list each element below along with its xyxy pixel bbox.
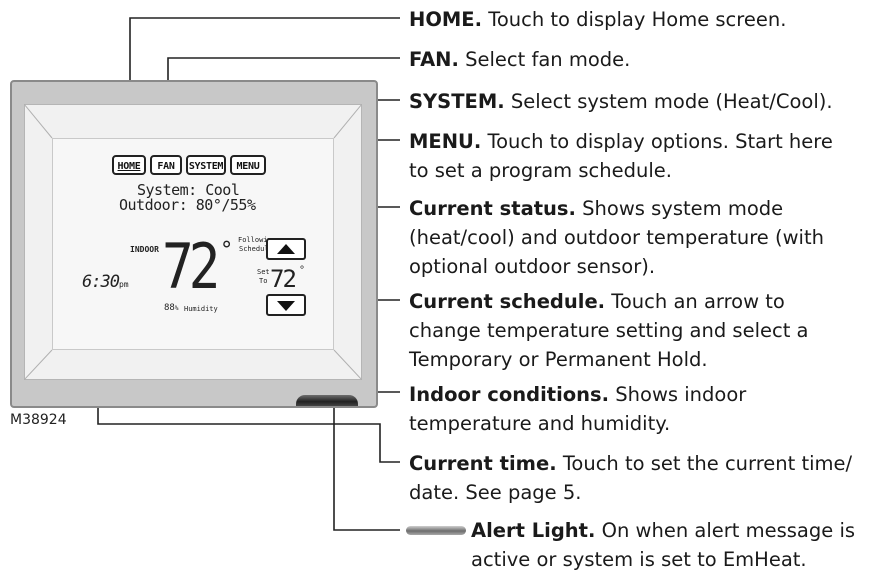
callout-alert-text-1: On when alert message is xyxy=(601,519,856,542)
indoor-label: INDOOR xyxy=(130,245,159,254)
callout-schedule-text-1: Touch an arrow to xyxy=(611,290,785,313)
callout-indoor-title: Indoor conditions. xyxy=(409,383,610,406)
alert-light xyxy=(296,395,358,406)
callout-schedule-text-3: Temporary or Permanent Hold. xyxy=(409,348,708,371)
callout-status-text-3: optional outdoor sensor). xyxy=(409,255,656,278)
fan-button[interactable]: FAN xyxy=(150,155,182,175)
home-button[interactable]: HOME xyxy=(112,155,146,175)
temp-down-button[interactable] xyxy=(266,294,306,316)
model-code: M38924 xyxy=(10,412,67,428)
callout-indoor: Indoor conditions. Shows indoor temperat… xyxy=(409,380,889,438)
callout-system: SYSTEM. Select system mode (Heat/Cool). xyxy=(409,87,889,116)
to-label: To xyxy=(259,277,268,285)
callout-home: HOME. Touch to display Home screen. xyxy=(409,5,889,34)
humidity-label: Humidity xyxy=(184,305,218,313)
callout-system-text: Select system mode (Heat/Cool). xyxy=(510,90,833,113)
callout-alert-text-2: active or system is set to EmHeat. xyxy=(471,548,807,571)
callout-status-text-2: (heat/cool) and outdoor temperature (wit… xyxy=(409,226,824,249)
system-button[interactable]: SYSTEM xyxy=(186,155,226,175)
callout-status-text-1: Shows system mode xyxy=(582,197,784,220)
callout-system-title: SYSTEM. xyxy=(409,90,505,113)
set-temperature: 72 xyxy=(270,265,297,293)
arrow-up-icon xyxy=(277,244,295,254)
humidity-value: 88% xyxy=(164,303,179,313)
following-label: Following xyxy=(238,236,276,244)
indoor-degree-symbol: ° xyxy=(220,238,234,263)
set-degree-symbol: ° xyxy=(299,265,306,276)
callout-time: Current time. Touch to set the current t… xyxy=(409,449,889,507)
indoor-temperature: 72 xyxy=(162,230,220,303)
screen-bevel xyxy=(24,104,362,380)
callout-schedule-text-2: change temperature setting and select a xyxy=(409,319,809,342)
system-status-text: System: Cool xyxy=(137,181,240,199)
callout-alert: Alert Light. On when alert message is ac… xyxy=(471,516,891,574)
callout-home-title: HOME. xyxy=(409,8,483,31)
callout-fan-text: Select fan mode. xyxy=(465,48,631,71)
current-time[interactable]: 6:30pm xyxy=(82,272,129,292)
callout-time-text-2: date. See page 5. xyxy=(409,481,582,504)
leader-alert xyxy=(333,400,400,531)
callout-menu-text-2: to set a program schedule. xyxy=(409,159,672,182)
menu-button[interactable]: MENU xyxy=(230,155,266,175)
callout-time-title: Current time. xyxy=(409,452,557,475)
temp-up-button[interactable] xyxy=(266,238,306,260)
callout-menu-title: MENU. xyxy=(409,130,482,153)
callout-alert-title: Alert Light. xyxy=(471,519,596,542)
outdoor-status-text: Outdoor: 80°/55% xyxy=(119,196,256,214)
callout-status: Current status. Shows system mode (heat/… xyxy=(409,194,889,281)
callout-indoor-text-2: temperature and humidity. xyxy=(409,412,671,435)
callout-time-text-1: Touch to set the current time/ xyxy=(562,452,853,475)
callout-home-text: Touch to display Home screen. xyxy=(488,8,787,31)
alert-light-legend-icon xyxy=(406,526,466,535)
callout-schedule: Current schedule. Touch an arrow to chan… xyxy=(409,287,889,374)
callout-menu-text-1: Touch to display options. Start here xyxy=(487,130,833,153)
callout-indoor-text-1: Shows indoor xyxy=(615,383,747,406)
callout-status-title: Current status. xyxy=(409,197,576,220)
arrow-down-icon xyxy=(277,301,295,311)
callout-fan: FAN. Select fan mode. xyxy=(409,45,889,74)
callout-menu: MENU. Touch to display options. Start he… xyxy=(409,127,889,185)
set-label: Set xyxy=(257,268,270,276)
callout-fan-title: FAN. xyxy=(409,48,459,71)
schedule-label: Schedule xyxy=(239,245,273,253)
callout-schedule-title: Current schedule. xyxy=(409,290,606,313)
